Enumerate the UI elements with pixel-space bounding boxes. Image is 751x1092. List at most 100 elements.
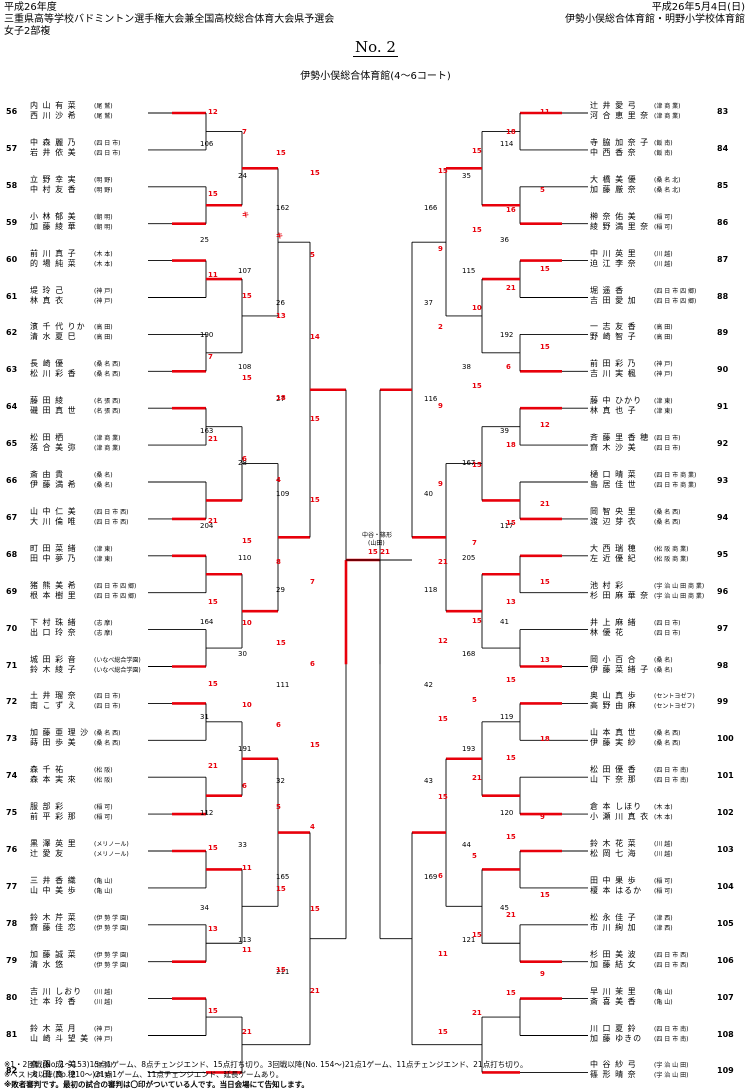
- match-number: 43: [424, 777, 433, 786]
- player-name: 山 中 美 歩: [30, 885, 77, 895]
- score-label: 21: [242, 1027, 252, 1036]
- school-name: (高 田): [654, 334, 673, 342]
- school-name: (志 摩): [94, 619, 113, 627]
- school-name: (桑 名): [654, 666, 673, 674]
- player-name: 野 崎 智 子: [590, 332, 637, 342]
- player-name: 池 村 彩: [590, 580, 625, 590]
- match-number: 36: [500, 235, 509, 244]
- year-label: 平成26年度: [4, 2, 57, 13]
- match-number: 28: [238, 458, 247, 467]
- player-name: 加 藤 綾 華: [30, 221, 77, 231]
- player-name: 森 千 祐: [30, 765, 65, 775]
- player-line: 奥 山 真 歩 (セントヨゼフ): [590, 691, 695, 702]
- player-line: 中 川 英 里(川 越): [590, 249, 673, 260]
- player-line: 井 上 麻 緒(四 日 市): [590, 618, 681, 629]
- school-name: (尾 鷲): [94, 103, 113, 110]
- entry-number: 108: [717, 1029, 734, 1039]
- player-line: 森 千 祐(松 阪): [30, 765, 113, 776]
- entry-number: 92: [717, 439, 729, 449]
- entry-number: 65: [6, 439, 18, 449]
- score-label: 21: [506, 284, 516, 293]
- match-number: 26: [276, 299, 285, 308]
- score-label: 5: [310, 251, 315, 260]
- player-name: 加 藤 亜 理 沙: [30, 728, 90, 738]
- score-label: 6: [310, 659, 315, 668]
- player-line: 林 真 也 子(津 東): [590, 406, 673, 417]
- score-label: 12: [208, 108, 218, 116]
- entry-number: 102: [717, 808, 734, 818]
- player-name: 服 部 彩: [30, 802, 65, 812]
- player-name: 寺 脇 加 奈 子: [590, 137, 650, 147]
- school-name: (セントヨゼフ): [654, 693, 695, 701]
- score-label: 13: [276, 312, 286, 321]
- player-line: 吉 川 実 楓(神 戸): [590, 369, 673, 380]
- player-name: 大 田 真 穂: [30, 1070, 77, 1080]
- school-name: (木 本): [94, 250, 113, 258]
- school-name: (飯 南): [654, 149, 673, 157]
- player-name: 田 中 夢 乃: [30, 553, 77, 563]
- player-name: 吉 川 しおり: [30, 986, 83, 996]
- player-name: 齋 藤 佳 恋: [30, 922, 77, 932]
- score-label: 15: [276, 884, 286, 893]
- player-name: 小 瀬 川 真 衣: [590, 812, 650, 822]
- player-line: 城 田 彩 音(いなべ総合学園): [30, 655, 141, 666]
- player-name: 林 真 衣: [30, 295, 65, 305]
- player-name: 的 場 純 菜: [30, 258, 77, 268]
- score-label: 9: [438, 245, 443, 254]
- school-name: (松 阪): [94, 777, 113, 785]
- player-name: 斎 由 貴: [30, 470, 65, 479]
- player-name: 松 田 優 香: [590, 765, 637, 775]
- player-line: 齋 藤 佳 恋(伊 勢 学 園): [30, 923, 128, 934]
- school-name: (メリノール): [94, 841, 129, 848]
- player-name: 磯 田 真 世: [30, 406, 77, 416]
- match-number: 169: [424, 872, 438, 881]
- player-name: 藤 中 ひかり: [590, 396, 643, 406]
- rule-note-3: ※敗者審判です。最初の試合の審判は〇印がついている人です。当日会場にて告知します…: [4, 1080, 309, 1089]
- entry-number: 64: [6, 402, 18, 412]
- school-name: (桑 名 西): [654, 518, 681, 526]
- player-name: 中 川 英 里: [590, 248, 637, 258]
- player-line: 三 井 香 織(亀 山): [30, 876, 113, 887]
- player-name: 榊 奈 佑 美: [590, 211, 637, 221]
- entry-number: 82: [6, 1066, 18, 1076]
- entry-number: 93: [717, 476, 729, 485]
- score-label: 18: [506, 440, 516, 449]
- score-label: 5: [472, 695, 477, 704]
- player-name: 藤 田 綾: [30, 396, 65, 406]
- school-name: (亀 山): [654, 998, 673, 1006]
- player-name: 岡 小 百 合: [590, 654, 637, 664]
- score-label: 7: [472, 538, 477, 547]
- player-line: 林 真 衣(神 戸): [30, 296, 113, 307]
- court-label: 伊勢小俣総合体育館(4〜6コート): [300, 71, 451, 82]
- entry-number: 103: [717, 845, 734, 854]
- score-label: 21: [540, 499, 550, 508]
- player-name: 小 林 郁 美: [30, 211, 77, 221]
- player-name: 伊 藤 菜 緒 子: [590, 664, 650, 674]
- school-name: (木 本): [94, 260, 113, 268]
- player-name: 篠 形 晴 奈: [590, 1070, 637, 1080]
- school-name: (高 田): [94, 324, 113, 332]
- player-name: 辻 本 玲 香: [30, 996, 77, 1006]
- player-name: 奥 山 真 歩: [590, 691, 637, 701]
- player-name: 城 田 彩 音: [30, 654, 77, 664]
- player-name: 一 志 友 香: [590, 322, 637, 332]
- player-name: 南 こ ず え: [30, 701, 77, 711]
- score-label: 6: [242, 455, 247, 464]
- school-name: (神 戸): [94, 287, 113, 295]
- school-name: (朝 明): [94, 213, 113, 221]
- player-line: 加 藤 結 女(四 日 市 西): [590, 960, 688, 971]
- school-name: (神 戸): [94, 1025, 113, 1033]
- player-line: 岩 井 依 美(四 日 市): [30, 148, 121, 159]
- entry-number: 76: [6, 845, 18, 854]
- venue-label: 伊勢小俣総合体育館・明野小学校体育館: [565, 14, 745, 25]
- player-line: 堤 玲 己(神 戸): [30, 286, 113, 297]
- player-name: 鈴 木 菜 月: [30, 1023, 77, 1033]
- match-number: 31: [200, 713, 209, 722]
- player-name: 吉 川 実 楓: [590, 369, 637, 379]
- final-winner-label: 中谷・篠形: [362, 532, 393, 539]
- player-name: 清 水 夏 巳: [30, 332, 77, 342]
- score-label: 15: [438, 793, 448, 802]
- player-name: 林 真 也 子: [590, 406, 637, 416]
- player-name: 松 岡 七 海: [590, 849, 637, 858]
